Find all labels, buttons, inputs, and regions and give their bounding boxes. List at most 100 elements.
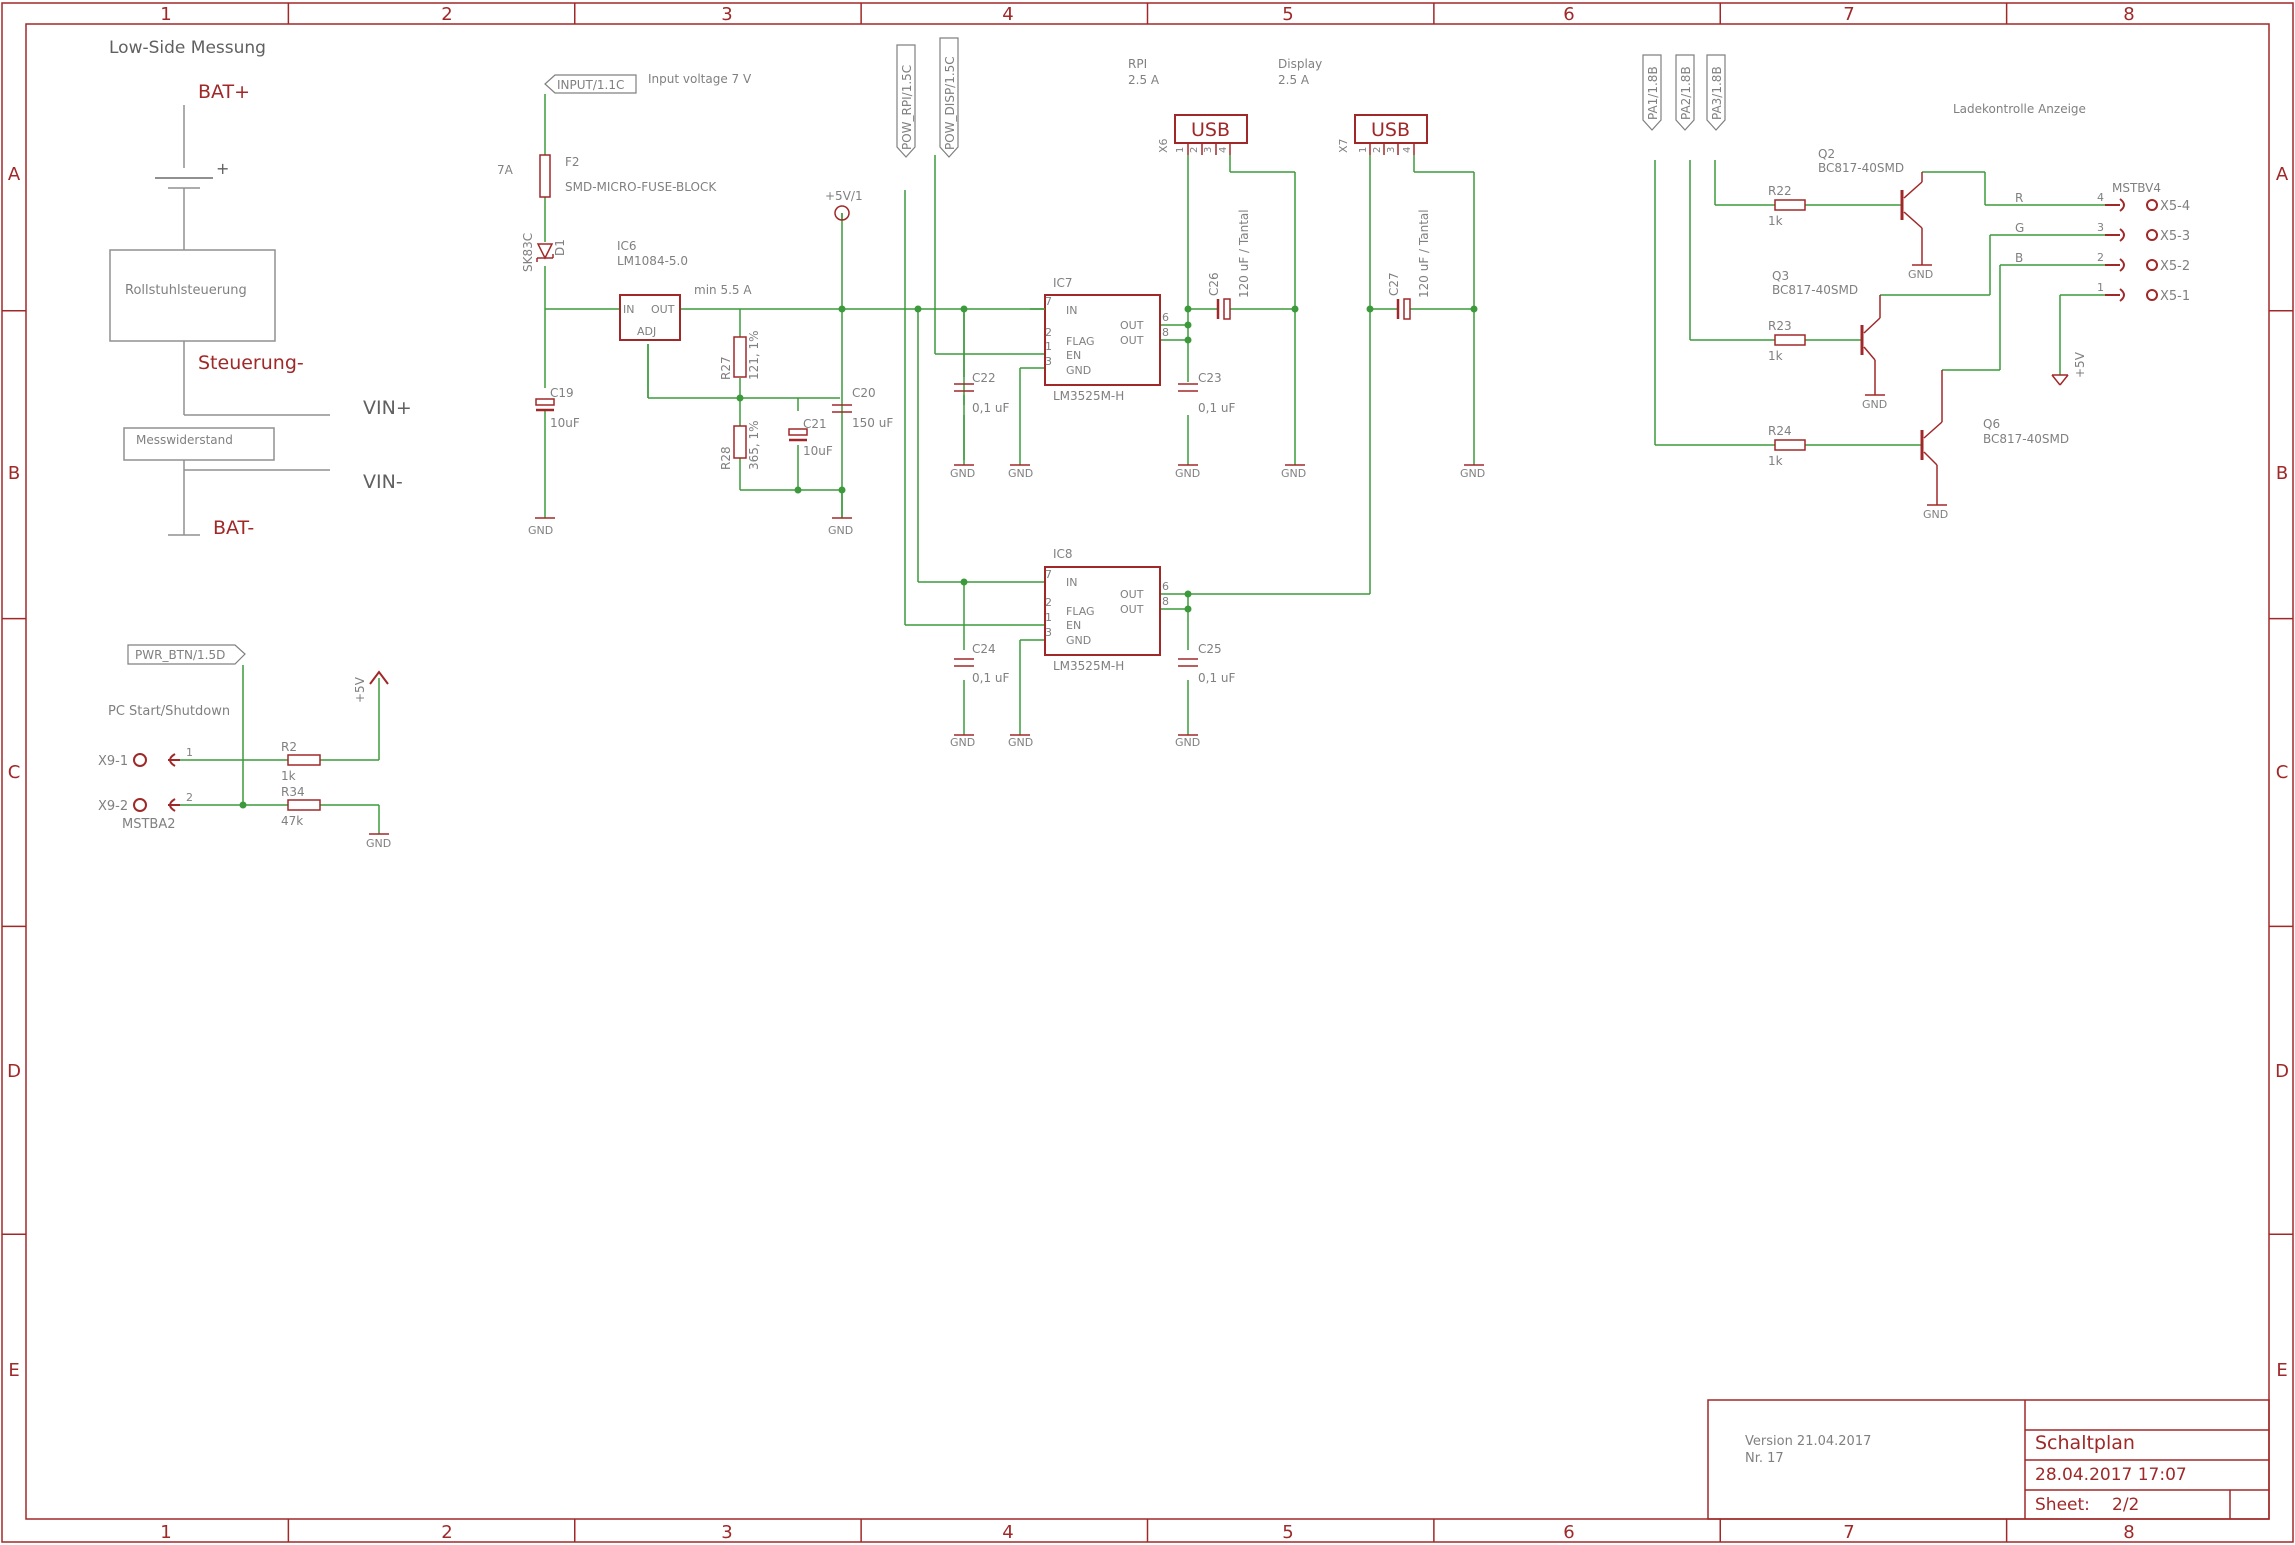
capacitor-c19 (535, 398, 555, 412)
r34-name: R34 (281, 785, 305, 799)
input-flag (544, 74, 637, 94)
input-voltage-label: Input voltage 7 V (648, 72, 752, 86)
title-block-version: Version 21.04.2017 (1745, 1434, 1871, 1449)
title-block-number: Nr. 17 (1745, 1451, 1784, 1466)
column-label-top: 6 (1563, 4, 1574, 25)
pa2-flag (1675, 54, 1695, 131)
pa3-flag (1706, 54, 1726, 131)
row-label-right: D (2275, 1061, 2289, 1082)
ic8-pin-in: IN (1066, 576, 1077, 589)
battery-plus-sign: + (216, 159, 229, 178)
column-label-bottom: 4 (1002, 1522, 1013, 1543)
capacitor-c20 (832, 404, 852, 413)
input-flag-label: INPUT/1.1C (557, 78, 624, 92)
fuse-f2 (539, 154, 551, 198)
ic8-pin-out1: OUT (1120, 588, 1144, 601)
gnd-label: GND (1175, 467, 1200, 480)
resistor-r22 (1774, 199, 1806, 211)
r28-name: R28 (719, 446, 733, 470)
column-label-top: 4 (1002, 4, 1013, 25)
r23-value: 1k (1768, 349, 1783, 363)
r28-value: 365, 1% (747, 420, 761, 470)
resistor-r23 (1774, 334, 1806, 346)
ic7-pin-out2: OUT (1120, 334, 1144, 347)
column-label-bottom: 7 (1843, 1522, 1854, 1543)
pa1-flag (1642, 54, 1662, 131)
c19-name-label: C19 (550, 386, 574, 400)
ic8-pin-flag: FLAG (1066, 605, 1095, 618)
controller-box (109, 249, 276, 342)
gnd-label: GND (1281, 467, 1306, 480)
pc-start-title: PC Start/Shutdown (108, 704, 230, 719)
c19-value-label: 10uF (550, 416, 580, 430)
gnd-label: GND (366, 837, 391, 850)
ic7-pin-number: 8 (1162, 326, 1169, 339)
led-connector-name: MSTBV4 (2112, 181, 2161, 195)
ic8-pin-gnd: GND (1066, 634, 1091, 647)
led-plus5v-label: +5V (2073, 351, 2087, 378)
c21-name: C21 (803, 417, 827, 431)
q2-name: Q2 (1818, 147, 1835, 161)
row-label-right: B (2276, 463, 2288, 484)
usb-x7-pin: 3 (1386, 147, 1397, 153)
controller-label: Rollstuhlsteuerung (125, 283, 247, 298)
flags-section (127, 37, 1726, 665)
column-label-top: 8 (2123, 4, 2134, 25)
title-block-sheet-value: 2/2 (2112, 1495, 2139, 1515)
capacitor-c21 (788, 428, 808, 442)
fuse-name-label: F2 (565, 155, 580, 169)
usb-x7: Display 2.5 A USB X7 1 2 3 4 C27 120 uF … (1278, 57, 1431, 320)
c27-name: C27 (1387, 272, 1401, 296)
regulator-pin-out: OUT (651, 303, 675, 316)
x9-pin1-number: 1 (186, 746, 193, 759)
switch-ic7: IC7 LM3525M-H IN FLAG EN GND OUT OUT 7 2… (954, 276, 1236, 415)
pow-disp-label: POW_DISP/1.5C (943, 56, 957, 150)
vin-plus-label: VIN+ (363, 397, 412, 419)
title-block-title: Schaltplan (2035, 1432, 2135, 1454)
gnd-label: GND (1008, 736, 1033, 749)
c21-value: 10uF (803, 444, 833, 458)
pow-rpi-label: POW_RPI/1.5C (900, 65, 914, 150)
column-label-bottom: 2 (441, 1522, 452, 1543)
x5-pin-number: 3 (2097, 221, 2104, 234)
usb-x6-pin: 2 (1189, 147, 1200, 153)
shunt-label: Messwiderstand (136, 433, 233, 447)
fuse-current-label: 7A (497, 163, 514, 177)
bat-minus-label: BAT- (213, 517, 254, 539)
r23-name: R23 (1768, 319, 1792, 333)
steuerung-minus-label: Steuerung- (198, 352, 304, 374)
regulator-ic6 (619, 294, 681, 341)
ic8-pin-number: 3 (1045, 626, 1052, 639)
x5-terminal-label: X5-3 (2160, 229, 2190, 244)
title-block-sheet-label: Sheet: (2035, 1495, 2090, 1515)
ic7-pin-gnd: GND (1066, 364, 1091, 377)
gnd-label: GND (528, 524, 553, 537)
x9-pin2-number: 2 (186, 791, 193, 804)
ic7-pin-number: 2 (1045, 326, 1052, 339)
usb-x7-name: X7 (1337, 138, 1350, 153)
ic8-pin-number: 8 (1162, 595, 1169, 608)
led-control-title: Ladekontrolle Anzeige (1953, 102, 2086, 116)
low-side-section: Low-Side Messung BAT+ + Rollstuhlsteueru… (109, 38, 412, 539)
usb-x6-label: USB (1191, 119, 1230, 141)
title-block: Version 21.04.2017 Nr. 17 Schaltplan 28.… (1707, 1399, 2270, 1520)
regulator-current: min 5.5 A (694, 283, 752, 297)
signal-r-label: R (2015, 191, 2023, 205)
regulator-pin-adj: ADJ (637, 325, 656, 338)
column-label-bottom: 8 (2123, 1522, 2134, 1543)
ic7-pin-number: 7 (1045, 295, 1052, 308)
ic7-pin-number: 6 (1162, 311, 1169, 324)
usb-x6-pin: 3 (1203, 147, 1214, 153)
usb-x6-current: 2.5 A (1128, 73, 1160, 87)
title-block-datetime: 28.04.2017 17:07 (2035, 1465, 2187, 1485)
c25-name: C25 (1198, 642, 1222, 656)
row-label-left: B (8, 463, 20, 484)
ic8-pin-number: 2 (1045, 596, 1052, 609)
r27-name: R27 (719, 356, 733, 380)
column-label-top: 3 (721, 4, 732, 25)
ic7-pin-number: 1 (1045, 340, 1052, 353)
x9-2-terminal (133, 798, 147, 812)
diode-part-label: SK83C (521, 233, 535, 272)
resistor-r28 (733, 425, 747, 459)
row-label-left: A (8, 164, 21, 185)
